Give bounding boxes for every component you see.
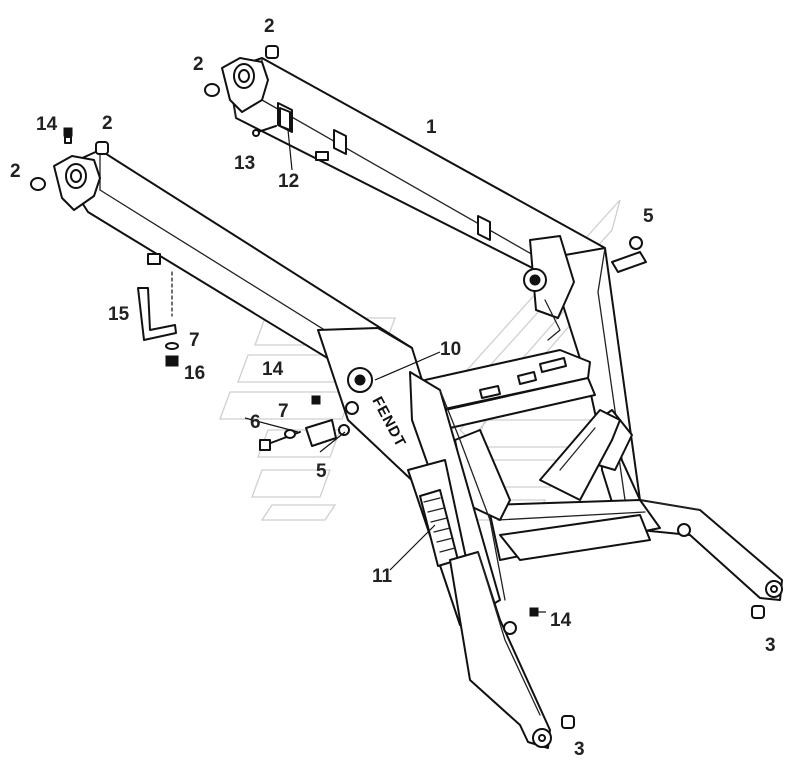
callout-11: 11: [372, 566, 393, 587]
callout-13: 13: [234, 153, 255, 174]
leader-lines: [244, 129, 546, 613]
callout-14-top: 14: [36, 114, 58, 135]
callout-3-bottom: 3: [574, 739, 585, 760]
callout-6: 6: [250, 412, 261, 433]
callout-12: 12: [278, 171, 299, 192]
callout-2-left-top: 2: [102, 113, 113, 134]
callout-7-middle: 7: [278, 401, 289, 422]
callout-5-upper: 5: [643, 206, 654, 227]
left-upright-post: [317, 327, 506, 626]
callout-10: 10: [440, 339, 461, 360]
callout-2-left: 2: [10, 161, 21, 182]
callout-2-right-arm: 2: [193, 54, 204, 75]
callout-14-bottom: 14: [550, 610, 572, 631]
callout-3-right: 3: [765, 635, 776, 656]
callout-16: 16: [184, 363, 205, 384]
callout-5-lower: 5: [316, 461, 327, 482]
callout-7-left: 7: [189, 330, 200, 351]
hardware-parts: [30, 45, 765, 729]
left-foot-leg: [449, 551, 552, 749]
callout-1: 1: [426, 117, 437, 138]
callout-labels: 1 2 2 2 2 3 3 5 5 6 7 7 10 11 12 13 14 1…: [10, 16, 776, 760]
callout-14-middle: 14: [262, 359, 284, 380]
cross-members: [424, 349, 661, 561]
right-upright-post: [523, 235, 676, 533]
callout-15: 15: [108, 304, 130, 325]
callout-2-top: 2: [264, 16, 275, 37]
